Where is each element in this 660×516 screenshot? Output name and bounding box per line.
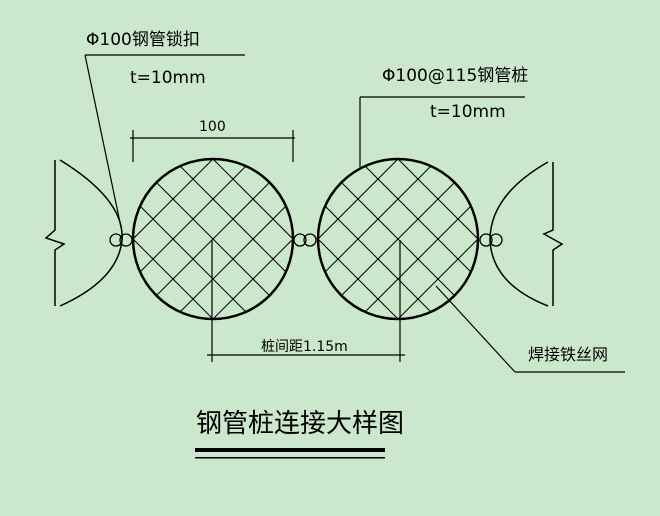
pipe-lock-middle [293,233,317,247]
lock-thickness-label: t=10mm [130,68,206,88]
lock-leader [84,54,245,233]
lock-name-label: Φ100钢管锁扣 [86,30,200,50]
pipe-lock-right [479,233,503,247]
figure-title: 钢管桩连接大样图 [196,409,404,439]
pipe-lock-left [109,233,133,247]
pile-leader [359,96,525,167]
title-underline [195,448,385,459]
pile-name-label: Φ100@115钢管桩 [382,66,528,86]
mesh-leader [435,285,625,373]
right-partial-pile [489,161,564,307]
pile-thickness-label: t=10mm [430,102,506,122]
mesh-label: 焊接铁丝网 [528,345,608,364]
steel-pile-left [131,157,295,321]
spacing-dimension [207,240,405,362]
spacing-label: 桩间距1.15m [261,338,348,355]
left-partial-pile [44,159,123,307]
steel-pile-right [316,157,480,321]
diameter-dimension [130,130,295,162]
diameter-label: 100 [199,119,226,135]
